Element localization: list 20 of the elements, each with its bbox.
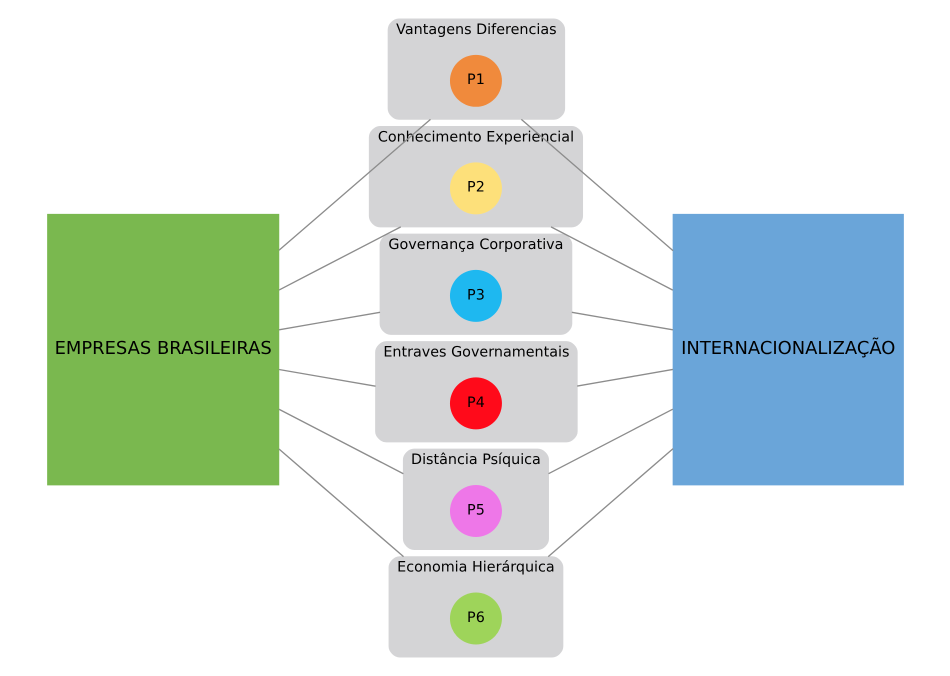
- node-circle: P3: [449, 270, 502, 322]
- node-circle: P6: [449, 592, 502, 644]
- node-box: INTERNACIONALIZAÇÃO: [672, 214, 904, 486]
- connector: [548, 408, 673, 474]
- node-circle: P1: [449, 54, 502, 107]
- node-circle: P5: [449, 484, 502, 537]
- connector: [550, 226, 673, 291]
- connector: [278, 226, 401, 291]
- connector: [278, 312, 380, 330]
- connector: [278, 118, 430, 251]
- node-box: EMPRESAS BRASILEIRAS: [46, 214, 279, 486]
- connector: [571, 312, 673, 330]
- connector: [278, 408, 404, 474]
- connector: [576, 368, 673, 387]
- connector: [520, 118, 674, 252]
- node-circle: P4: [449, 377, 502, 430]
- connector: [278, 368, 376, 387]
- node-circle: P2: [449, 162, 502, 214]
- connector: [278, 448, 404, 558]
- connector: [547, 448, 674, 558]
